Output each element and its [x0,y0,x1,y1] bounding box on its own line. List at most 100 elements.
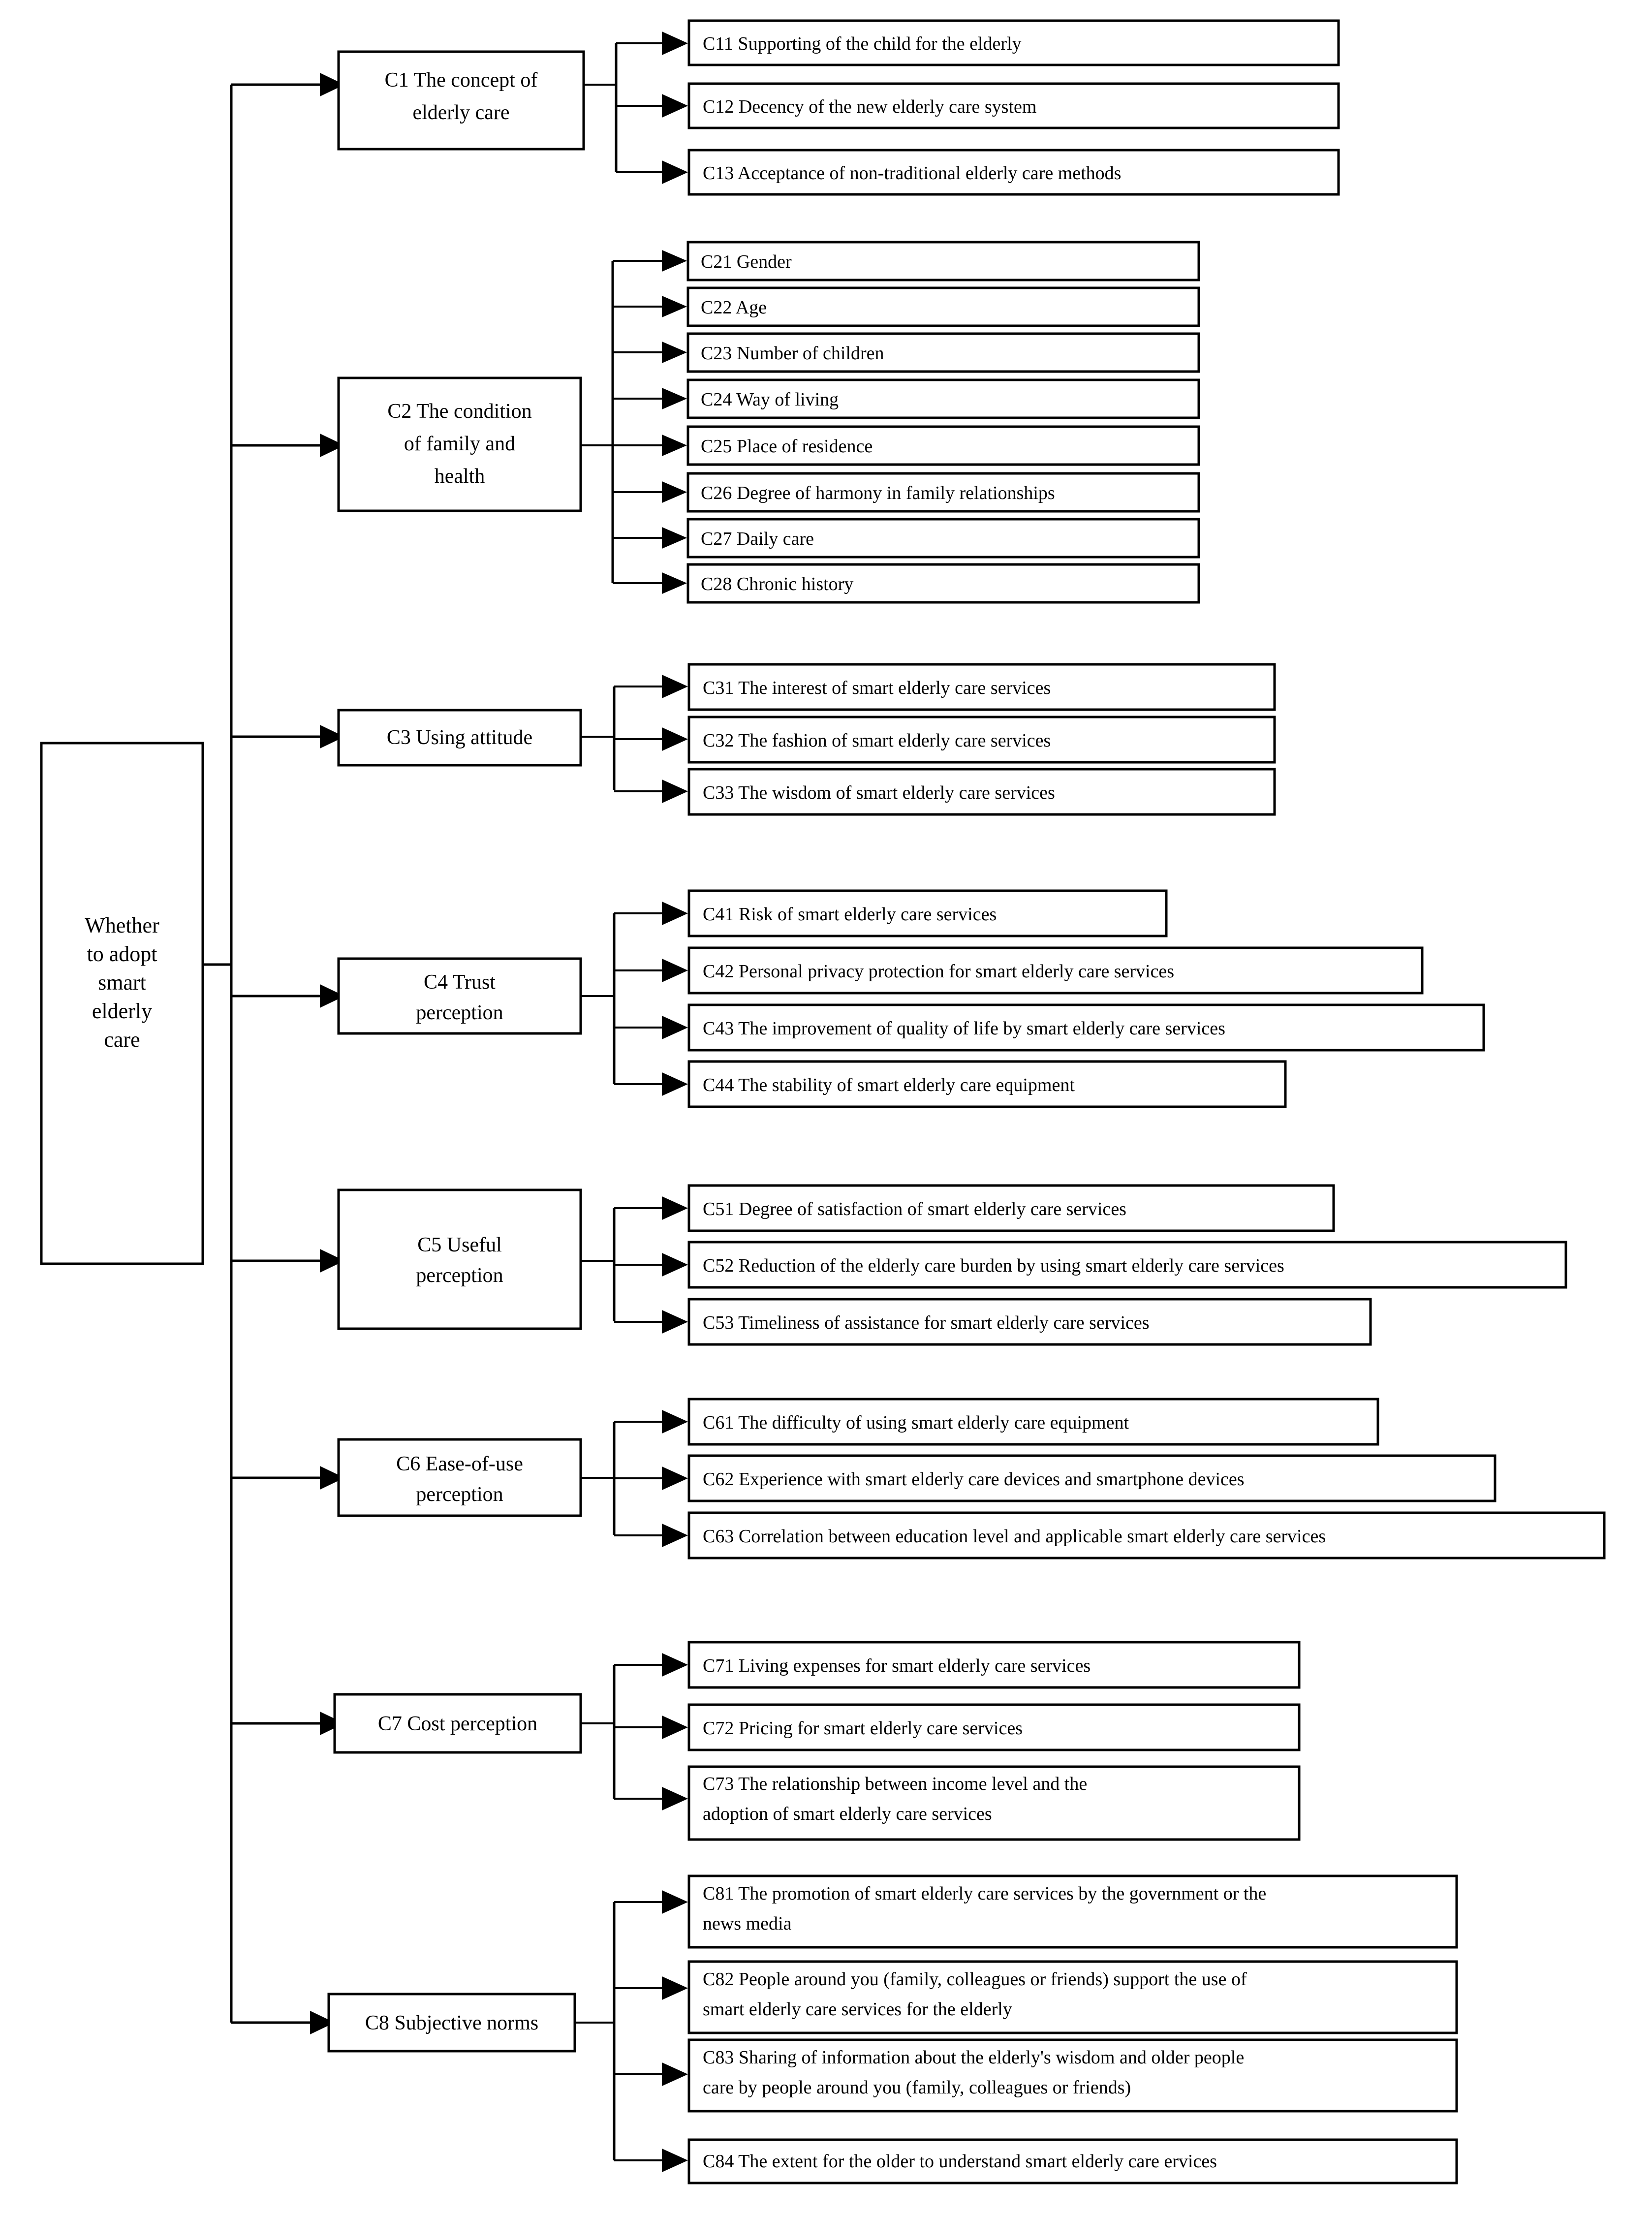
arrow-c6 [320,1466,344,1490]
root-label-line-4: care [104,1028,140,1052]
c24-box[interactable] [686,378,1200,419]
node-c44[interactable]: C44 The stability of smart elderly care … [687,1060,1287,1108]
arrow-c12 [662,94,688,118]
connector-layer [203,31,688,2172]
c63-box[interactable] [687,1511,1606,1560]
node-root[interactable]: Whether to adopt smart elderly care [40,742,204,1265]
c5-box[interactable] [337,1188,582,1330]
node-c31[interactable]: C31 The interest of smart elderly care s… [687,663,1276,711]
arrow-c43 [662,1016,688,1039]
node-c33[interactable]: C33 The wisdom of smart elderly care ser… [687,768,1276,816]
node-c32[interactable]: C32 The fashion of smart elderly care se… [687,716,1276,764]
c33-box[interactable] [687,768,1276,816]
arrow-c62 [662,1466,688,1490]
node-c72[interactable]: C72 Pricing for smart elderly care servi… [687,1703,1301,1751]
node-c21[interactable]: C21 Gender [686,241,1200,281]
arrow-c8 [310,2011,335,2034]
node-c7[interactable]: C7 Cost perception [333,1693,582,1754]
c28-box[interactable] [686,563,1200,604]
c82-box[interactable] [687,1960,1458,2034]
arrow-c2 [320,434,344,457]
c84-box[interactable] [687,2138,1458,2184]
arrow-c24 [662,388,687,409]
node-c63[interactable]: C63 Correlation between education level … [687,1511,1606,1560]
c25-box[interactable] [686,425,1200,466]
node-c83[interactable]: C83 Sharing of information about the eld… [687,2038,1458,2113]
node-c22[interactable]: C22 Age [686,286,1200,327]
c31-box[interactable] [687,663,1276,711]
c11-box[interactable] [687,19,1340,66]
node-c43[interactable]: C43 The improvement of quality of life b… [687,1003,1485,1052]
c4-box[interactable] [337,957,582,1035]
node-c8[interactable]: C8 Subjective norms [327,1993,576,2053]
node-c4[interactable]: C4 Trust perception [337,957,582,1035]
c62-box[interactable] [687,1454,1496,1502]
node-c11[interactable]: C11 Supporting of the child for the elde… [687,19,1340,66]
c13-box[interactable] [687,149,1340,196]
node-c53[interactable]: C53 Timeliness of assistance for smart e… [687,1298,1372,1346]
arrow-c27 [662,527,687,549]
node-c51[interactable]: C51 Degree of satisfaction of smart elde… [687,1184,1335,1232]
c21-box[interactable] [686,241,1200,281]
node-c28[interactable]: C28 Chronic history [686,563,1200,604]
c51-box[interactable] [687,1184,1335,1232]
arrow-c26 [662,481,687,503]
node-c61[interactable]: C61 The difficulty of using smart elderl… [687,1398,1379,1446]
c73-box[interactable] [687,1765,1301,1841]
node-c71[interactable]: C71 Living expenses for smart elderly ca… [687,1641,1301,1689]
node-c26[interactable]: C26 Degree of harmony in family relation… [686,472,1200,513]
root-label-line-2: smart [98,970,146,995]
c26-box[interactable] [686,472,1200,513]
node-c41[interactable]: C41 Risk of smart elderly care services [687,889,1168,937]
c71-box[interactable] [687,1641,1301,1689]
node-c3[interactable]: C3 Using attitude [337,709,582,767]
node-c24[interactable]: C24 Way of living [686,378,1200,419]
c22-box[interactable] [686,286,1200,327]
root-box[interactable] [40,742,204,1265]
node-c84[interactable]: C84 The extent for the older to understa… [687,2138,1458,2184]
node-c25[interactable]: C25 Place of residence [686,425,1200,466]
c32-box[interactable] [687,716,1276,764]
c44-box[interactable] [687,1060,1287,1108]
c13-label-line-0: C13 Acceptance of non-traditional elderl… [703,163,1121,184]
c81-box[interactable] [687,1874,1458,1949]
c61-box[interactable] [687,1398,1379,1446]
node-c23[interactable]: C23 Number of children [686,332,1200,373]
node-c81[interactable]: C81 The promotion of smart elderly care … [687,1874,1458,1949]
node-c27[interactable]: C27 Daily care [686,518,1200,559]
c6-box[interactable] [337,1438,582,1517]
c23-box[interactable] [686,332,1200,373]
c41-box[interactable] [687,889,1168,937]
c12-box[interactable] [687,82,1340,129]
c52-box[interactable] [687,1241,1567,1289]
c3-box[interactable] [337,709,582,767]
c83-box[interactable] [687,2038,1458,2113]
node-c42[interactable]: C42 Personal privacy protection for smar… [687,946,1424,995]
arrow-c71 [662,1653,688,1677]
c22-label-line-0: C22 Age [701,297,767,318]
c72-box[interactable] [687,1703,1301,1751]
c2-box[interactable] [337,376,582,512]
node-c5[interactable]: C5 Useful perception [337,1188,582,1330]
c53-box[interactable] [687,1298,1372,1346]
c7-box[interactable] [333,1693,582,1754]
node-c6[interactable]: C6 Ease-of-use perception [337,1438,582,1517]
node-c52[interactable]: C52 Reduction of the elderly care burden… [687,1241,1567,1289]
c43-box[interactable] [687,1003,1485,1052]
node-c62[interactable]: C62 Experience with smart elderly care d… [687,1454,1496,1502]
node-c13[interactable]: C13 Acceptance of non-traditional elderl… [687,149,1340,196]
node-c82[interactable]: C82 People around you (family, colleague… [687,1960,1458,2034]
c42-box[interactable] [687,946,1424,995]
c21-label-line-0: C21 Gender [701,251,792,272]
c26-label-line-0: C26 Degree of harmony in family relation… [701,483,1055,503]
node-c12[interactable]: C12 Decency of the new elderly care syst… [687,82,1340,129]
c1-box[interactable] [337,50,585,151]
node-c73[interactable]: C73 The relationship between income leve… [687,1765,1301,1841]
c27-box[interactable] [686,518,1200,559]
node-c1[interactable]: C1 The concept of elderly care [337,50,585,151]
c72-label-line-0: C72 Pricing for smart elderly care servi… [703,1718,1023,1739]
node-c2[interactable]: C2 The condition of family and health [337,376,582,512]
c8-box[interactable] [327,1993,576,2053]
